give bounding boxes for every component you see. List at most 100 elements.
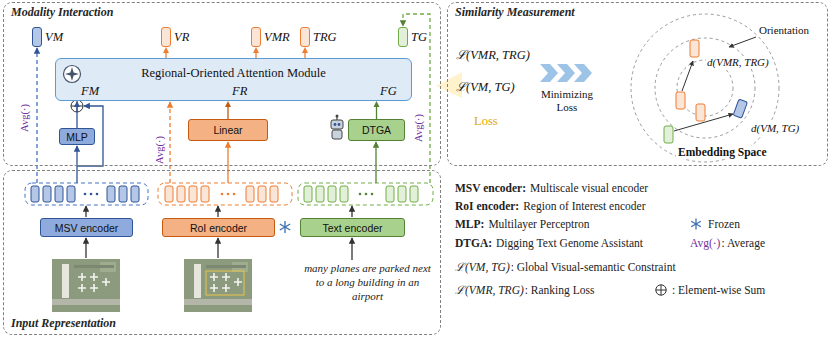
aerial-image (210, 273, 242, 292)
average-label: Avg(·) (154, 136, 166, 164)
msv-feature-group (90, 193, 93, 196)
minimize-chevrons (557, 64, 575, 82)
loss-label: Loss (474, 114, 498, 128)
connector (374, 101, 380, 119)
legend-row: Avg(·): Average (690, 235, 765, 250)
flow-lines (375, 142, 376, 183)
snowflake-symbol (280, 221, 290, 233)
legend-text: Avg(·) (690, 237, 720, 249)
legend-text: MSV encoder: (455, 182, 526, 194)
panel-title: Input Representation (11, 316, 116, 331)
text-feature-group (340, 186, 348, 202)
legend-row: DTGA:Digging Text Genome Assistant (455, 235, 643, 250)
text-feature-group (359, 193, 362, 196)
minimize-chevrons (540, 64, 558, 82)
embedding-space (690, 40, 699, 57)
msv-feature-group (25, 183, 148, 205)
legend-row: ℒ(VMR, TRG): Ranking Loss (455, 282, 594, 297)
legend-row: MSV encoder: Multiscale visual encoder (455, 180, 648, 195)
snowflake-symbol (280, 224, 290, 230)
encoder-box: Text encoder (300, 218, 405, 237)
arrow-head (374, 101, 380, 107)
panel-title: Similarity Measurement (455, 5, 575, 20)
snowflake-symbol (280, 224, 290, 230)
compass-icon (64, 66, 81, 83)
token-box: VR (161, 27, 171, 47)
token-box: VMR (251, 27, 261, 47)
arrow-head (225, 101, 231, 107)
flow-lines (351, 238, 352, 260)
text-feature-group (410, 186, 418, 202)
text-feature-group (304, 186, 312, 202)
minimize-chevrons (574, 64, 592, 82)
msv-feature-group (84, 193, 87, 196)
flow-lines (351, 206, 352, 217)
text-feature-group (316, 186, 324, 202)
aerial-image (78, 273, 110, 292)
sum-symbol (655, 284, 667, 296)
roi-feature-group (246, 186, 254, 202)
roi-feature-group (258, 186, 266, 202)
loss-label: ℒ(VMR, TRG) (456, 48, 530, 62)
msv-feature-group (96, 193, 99, 196)
aerial-image (206, 265, 246, 268)
aerial-image (74, 265, 114, 268)
text-feature-group (359, 193, 374, 196)
legend-text: : Element-wise Sum (672, 284, 765, 296)
feature-symbol: FG (380, 84, 397, 98)
roi-feature-group (221, 193, 224, 196)
arrow-head (302, 47, 308, 53)
msv-feature-group (31, 186, 39, 202)
legend-text: : Global Visual-semantic Constraint (511, 261, 676, 273)
connector (302, 47, 308, 58)
connector (74, 101, 80, 128)
legend-text: Multiscale visual encoder (530, 182, 648, 194)
token-box: TG (398, 27, 408, 47)
aerial-image (52, 299, 120, 305)
roi-feature-group (201, 186, 209, 202)
panel: Modality InteractionVMVRVMRTRGTGRegional… (3, 2, 441, 166)
roi-feature-group (165, 186, 278, 202)
roi-feature-group (227, 193, 230, 196)
encoder-box: RoI encoder (162, 218, 275, 237)
legend-text: Frozen (708, 218, 740, 230)
feature-symbol: FR (232, 84, 247, 98)
legend-text: ℒ(VM, TG) (455, 259, 510, 274)
aerial-image (52, 259, 120, 312)
roi-feature-group (158, 183, 292, 205)
aerial-image (78, 273, 110, 292)
average-label: Avg(·) (413, 114, 425, 142)
feature-symbol: FM (81, 84, 99, 98)
msv-feature-group (25, 183, 148, 205)
roi-feature-group (189, 186, 197, 202)
minimize-chevrons (540, 64, 592, 82)
robot-icon (332, 130, 342, 139)
snowflake-symbol (690, 218, 702, 230)
space-label: Embedding Space (676, 146, 769, 159)
flow-lines (36, 48, 37, 183)
legend-text: MLP: (455, 218, 484, 230)
embedding-space (631, 14, 779, 162)
robot-icon (334, 123, 337, 126)
robot-icon (331, 115, 343, 140)
legend-text: Digging Text Genome Assistant (496, 237, 643, 249)
process-box: Linear (188, 119, 268, 141)
legend-text: RoI encoder: (455, 200, 519, 212)
text-feature-group (328, 186, 336, 202)
connector-line (376, 107, 377, 119)
legend-text: Region of Interest encoder (523, 200, 645, 212)
text-feature-group (371, 193, 374, 196)
embedding-space (664, 126, 673, 143)
text-feature-group (386, 186, 394, 202)
arrow-head (253, 47, 259, 53)
roi-feature-group (233, 193, 236, 196)
aerial-image (210, 273, 242, 292)
annotation: Orientation (758, 24, 810, 37)
legend-text: ℒ(VMR, TRG) (455, 282, 524, 297)
embedding-space (674, 114, 733, 131)
embedding-space (733, 99, 747, 118)
snowflake-symbol (691, 221, 701, 227)
robot-icon (338, 123, 341, 126)
compass-icon (65, 67, 79, 81)
